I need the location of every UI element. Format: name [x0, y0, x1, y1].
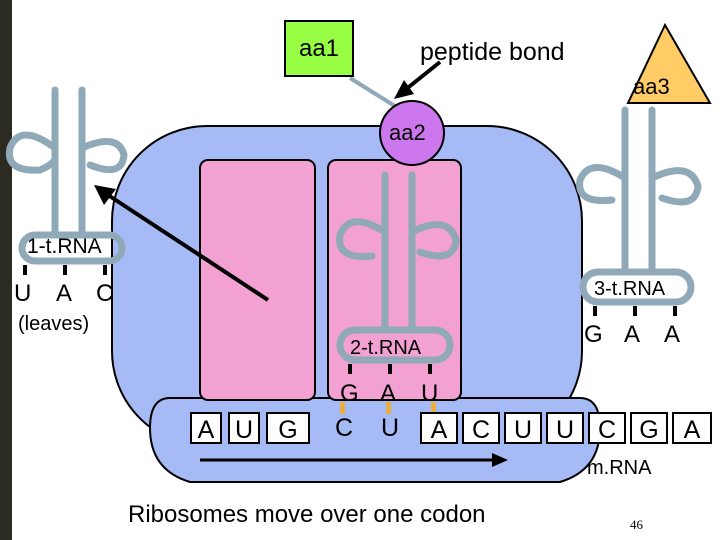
- aa3-triangle: [626, 22, 712, 104]
- trna-2-base: U: [421, 380, 439, 407]
- mrna-base: U: [380, 414, 400, 442]
- codon-bonds: [340, 402, 436, 414]
- mrna-base: A: [672, 412, 712, 444]
- trna-2-shape: [336, 171, 460, 364]
- trna-3-base: A: [664, 321, 681, 348]
- trna-3-base: G: [584, 321, 603, 348]
- trna-2-ticks-top: [348, 364, 432, 374]
- mrna-base: G: [266, 412, 310, 444]
- mrna-label: m.RNA: [587, 457, 652, 479]
- aa2-circle: [379, 100, 445, 166]
- slide-number: 46: [630, 517, 643, 532]
- a-site: [327, 159, 462, 401]
- mrna-base: C: [462, 412, 500, 444]
- mrna-base: C: [334, 414, 354, 442]
- peptide-bond-arrow: [394, 60, 442, 99]
- trna-3-shape: [576, 106, 702, 306]
- p-site: [199, 159, 316, 401]
- trna-1-ticks: [23, 265, 107, 275]
- trna-1-label: 1-t.RNA: [27, 235, 102, 258]
- trna-3-base: A: [624, 321, 641, 348]
- mrna-base: U: [228, 412, 260, 444]
- left-bar: [0, 0, 12, 540]
- trna-1-base: U: [14, 280, 32, 307]
- mrna-direction-arrow: [200, 453, 508, 467]
- trna-2-base: A: [380, 380, 397, 407]
- trna-1-status: (leaves): [18, 313, 90, 335]
- peptide-bond-label: peptide bond: [420, 38, 565, 66]
- trna-1-shape: [5, 86, 128, 265]
- trna-3-label: 3-t.RNA: [594, 278, 666, 300]
- mrna-base: G: [630, 412, 668, 444]
- trna-1-base: C: [96, 280, 114, 307]
- trna-3-ticks: [593, 306, 677, 316]
- aa1-aa2-bond: [348, 76, 400, 110]
- aa1-label: aa1: [298, 34, 340, 62]
- aa1-box: aa1: [284, 20, 354, 77]
- mrna-base: A: [420, 412, 458, 444]
- trna-1-base: A: [56, 280, 73, 307]
- aa2-label: aa2: [389, 120, 426, 145]
- mrna-base: C: [588, 412, 626, 444]
- trna-2-base: G: [340, 380, 359, 407]
- trna-2-label: 2-t.RNA: [350, 337, 422, 359]
- aa3-label: aa3: [633, 74, 670, 99]
- leaving-arrow: [94, 185, 270, 302]
- mrna-base: A: [190, 412, 222, 444]
- mrna-base: U: [504, 412, 542, 444]
- caption: Ribosomes move over one codon: [128, 501, 486, 528]
- mrna-base: U: [546, 412, 584, 444]
